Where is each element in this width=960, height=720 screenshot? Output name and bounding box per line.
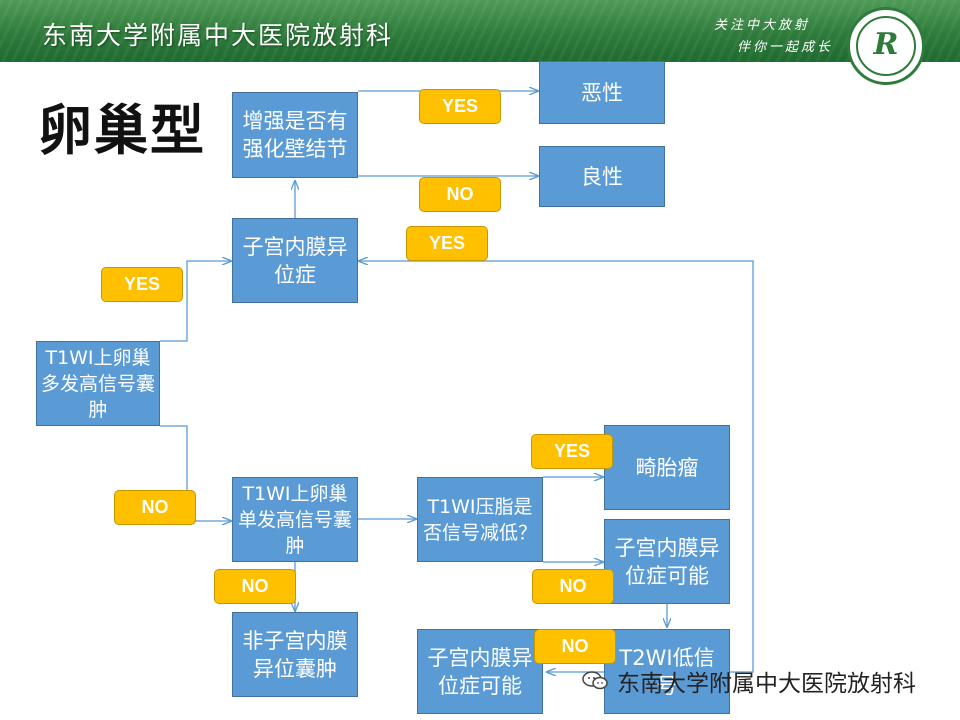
label-no-multi: NO bbox=[114, 490, 196, 525]
header-bar: 东南大学附属中大医院放射科 关注中大放射 伴你一起成长 bbox=[0, 0, 960, 62]
label-yes-malignant: YES bbox=[419, 89, 501, 124]
label-no-fatsat: NO bbox=[532, 569, 614, 604]
node-t2-low: T2WI低信号 bbox=[604, 629, 730, 714]
node-endometriosis: 子宫内膜异位症 bbox=[232, 218, 358, 303]
label-yes-teratoma: YES bbox=[531, 434, 613, 469]
hospital-logo: R bbox=[847, 7, 925, 85]
connector-t2-endo-back bbox=[359, 261, 754, 673]
node-malignant: 恶性 bbox=[539, 61, 665, 124]
label-no-single: NO bbox=[214, 569, 296, 604]
wechat-watermark: 东南大学附属中大医院放射科 bbox=[575, 662, 935, 698]
header-title: 东南大学附属中大医院放射科 bbox=[42, 21, 394, 50]
node-benign: 良性 bbox=[539, 146, 665, 207]
header-texture bbox=[0, 0, 960, 62]
wechat-icon bbox=[582, 671, 608, 690]
label-yes-t2-back: YES bbox=[406, 226, 488, 261]
node-endo-possible-2: 子宫内膜异位症可能 bbox=[417, 629, 543, 714]
slogan-line-1: 关注中大放射 bbox=[714, 18, 811, 33]
connector-multi-single bbox=[160, 425, 231, 521]
page-title: 卵巢型 bbox=[38, 99, 206, 162]
logo-ring bbox=[856, 16, 916, 76]
node-endo-possible-1: 子宫内膜异位症可能 bbox=[604, 519, 730, 604]
slogan-line-2: 伴你一起成长 bbox=[737, 40, 834, 55]
node-t1-multi: T1WI上卵巢多发高信号囊肿 bbox=[36, 341, 160, 426]
label-yes-multi: YES bbox=[101, 267, 183, 302]
node-fatsat: T1WI压脂是否信号减低？ bbox=[417, 477, 543, 562]
node-t1-single: T1WI上卵巢单发高信号囊肿 bbox=[232, 477, 358, 562]
watermark-text: 东南大学附属中大医院放射科 bbox=[617, 671, 916, 697]
node-enhance: 增强是否有强化壁结节 bbox=[232, 92, 358, 178]
connector-multi-endo bbox=[160, 261, 231, 342]
node-teratoma: 畸胎瘤 bbox=[604, 425, 730, 510]
logo-mark: R bbox=[873, 27, 899, 62]
node-non-endo: 非子宫内膜异位囊肿 bbox=[232, 612, 358, 697]
label-no-t2: NO bbox=[534, 629, 616, 664]
label-no-benign: NO bbox=[419, 177, 501, 212]
